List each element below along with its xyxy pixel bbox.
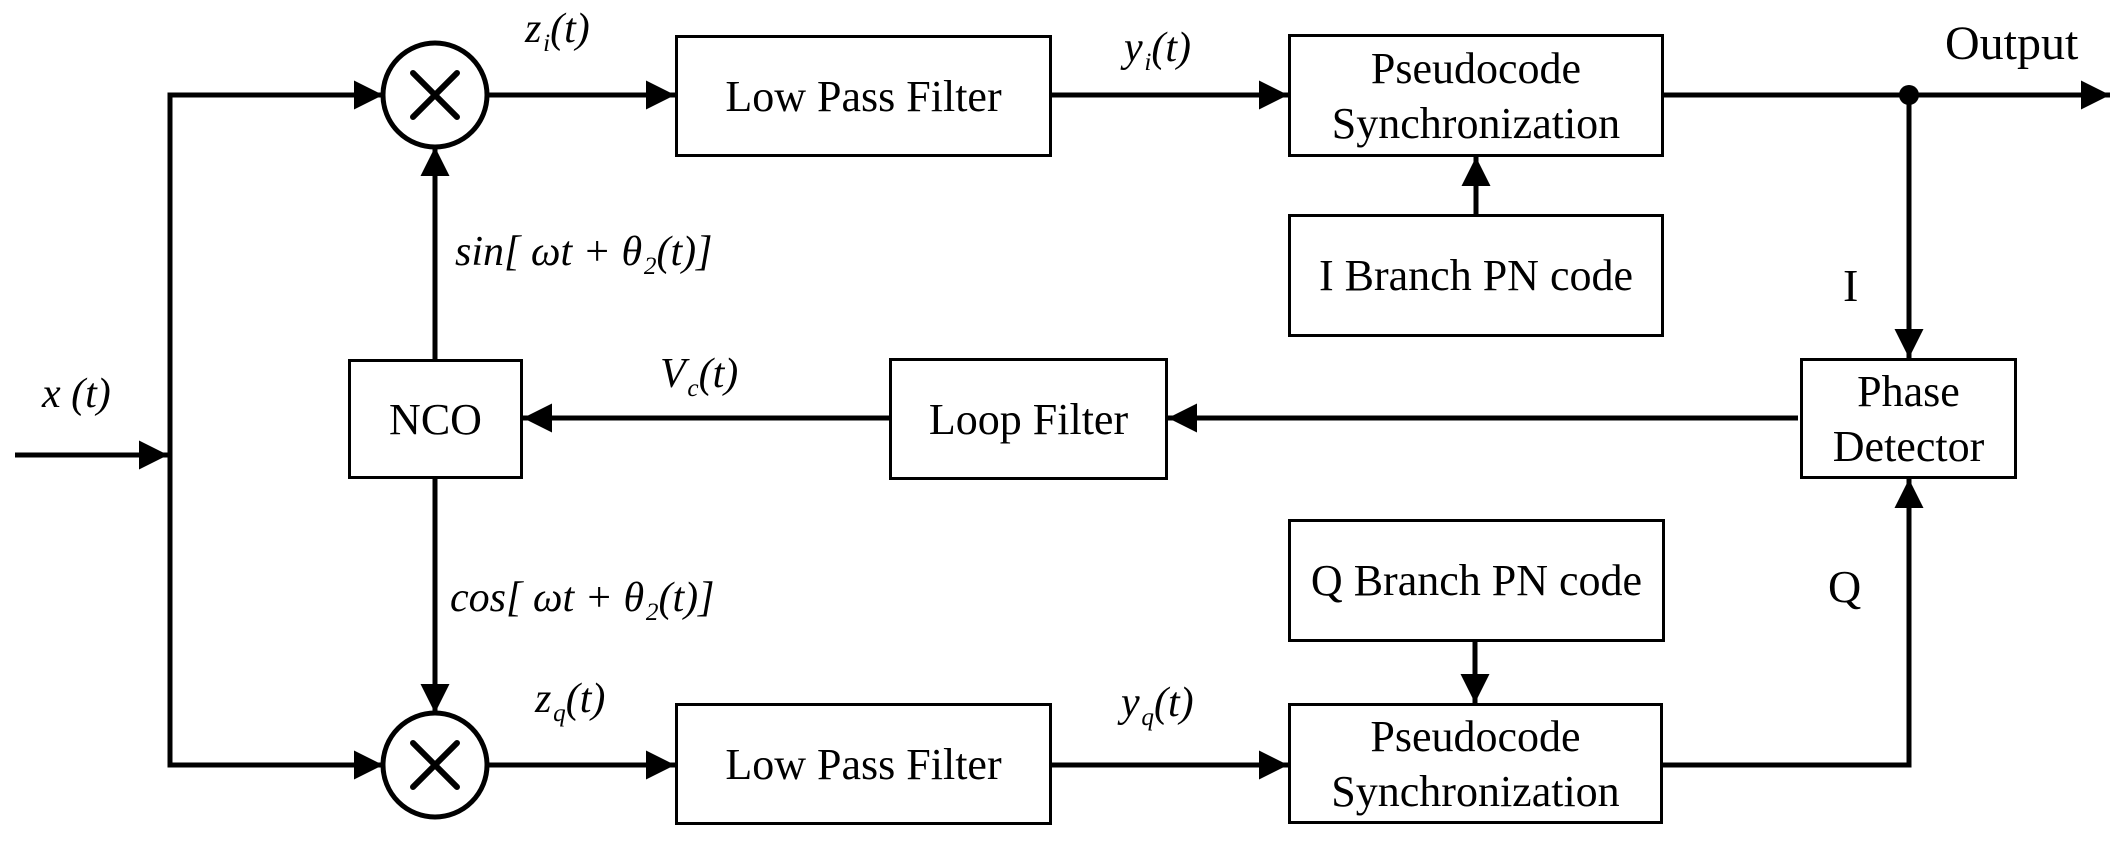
multiply-icon: [410, 740, 460, 790]
block-label: Q Branch PN code: [1310, 556, 1643, 605]
label-y-q-t: yq(t): [1121, 680, 1194, 732]
block-label-line1: Phase: [1857, 366, 1960, 416]
block-label: I Branch PN code: [1318, 251, 1633, 300]
block-label: Loop Filter: [928, 394, 1129, 444]
wire-q-to-phase-detector: [1661, 479, 1924, 768]
label-output: Output: [1945, 17, 2079, 70]
label-i-branch: I: [1843, 260, 1859, 311]
block-q-branch-pn-code: Q Branch PN code: [1288, 519, 1665, 642]
junction-dot: [1899, 85, 1919, 105]
block-pseudocode-sync-q: Pseudocode Synchronization: [1288, 703, 1663, 824]
block-loop-filter: Loop Filter: [889, 358, 1168, 480]
block-label-line1: Pseudocode: [1370, 43, 1582, 93]
block-label-line1: Pseudocode: [1370, 711, 1581, 761]
label-cos-carrier: cos[ ωt + θ2(t)]: [450, 575, 715, 627]
block-pseudocode-sync-i: Pseudocode Synchronization: [1288, 34, 1664, 157]
block-label-line2: Detector: [1832, 421, 1985, 471]
label-sin-carrier: sin[ ωt + θ2(t)]: [455, 229, 713, 281]
label-z-q-t: zq(t): [535, 676, 606, 728]
multiply-icon: [410, 70, 460, 120]
block-label-line2: Synchronization: [1331, 98, 1621, 148]
block-label: Low Pass Filter: [725, 71, 1002, 121]
block-label: NCO: [389, 394, 482, 444]
block-nco: NCO: [348, 359, 523, 479]
label-q-branch: Q: [1828, 561, 1862, 612]
label-v-c-t: Vc(t): [660, 351, 739, 403]
label-z-i-t: zi(t): [525, 6, 590, 58]
block-phase-detector: Phase Detector: [1800, 358, 2017, 479]
block-i-branch-pn-code: I Branch PN code: [1288, 214, 1664, 337]
label-input-x-t: x (t): [42, 371, 111, 417]
block-label: Low Pass Filter: [725, 739, 1002, 789]
block-label-line2: Synchronization: [1331, 766, 1620, 816]
block-low-pass-filter-i: Low Pass Filter: [675, 35, 1052, 157]
label-y-i-t: yi(t): [1124, 25, 1192, 77]
block-low-pass-filter-q: Low Pass Filter: [675, 703, 1052, 825]
